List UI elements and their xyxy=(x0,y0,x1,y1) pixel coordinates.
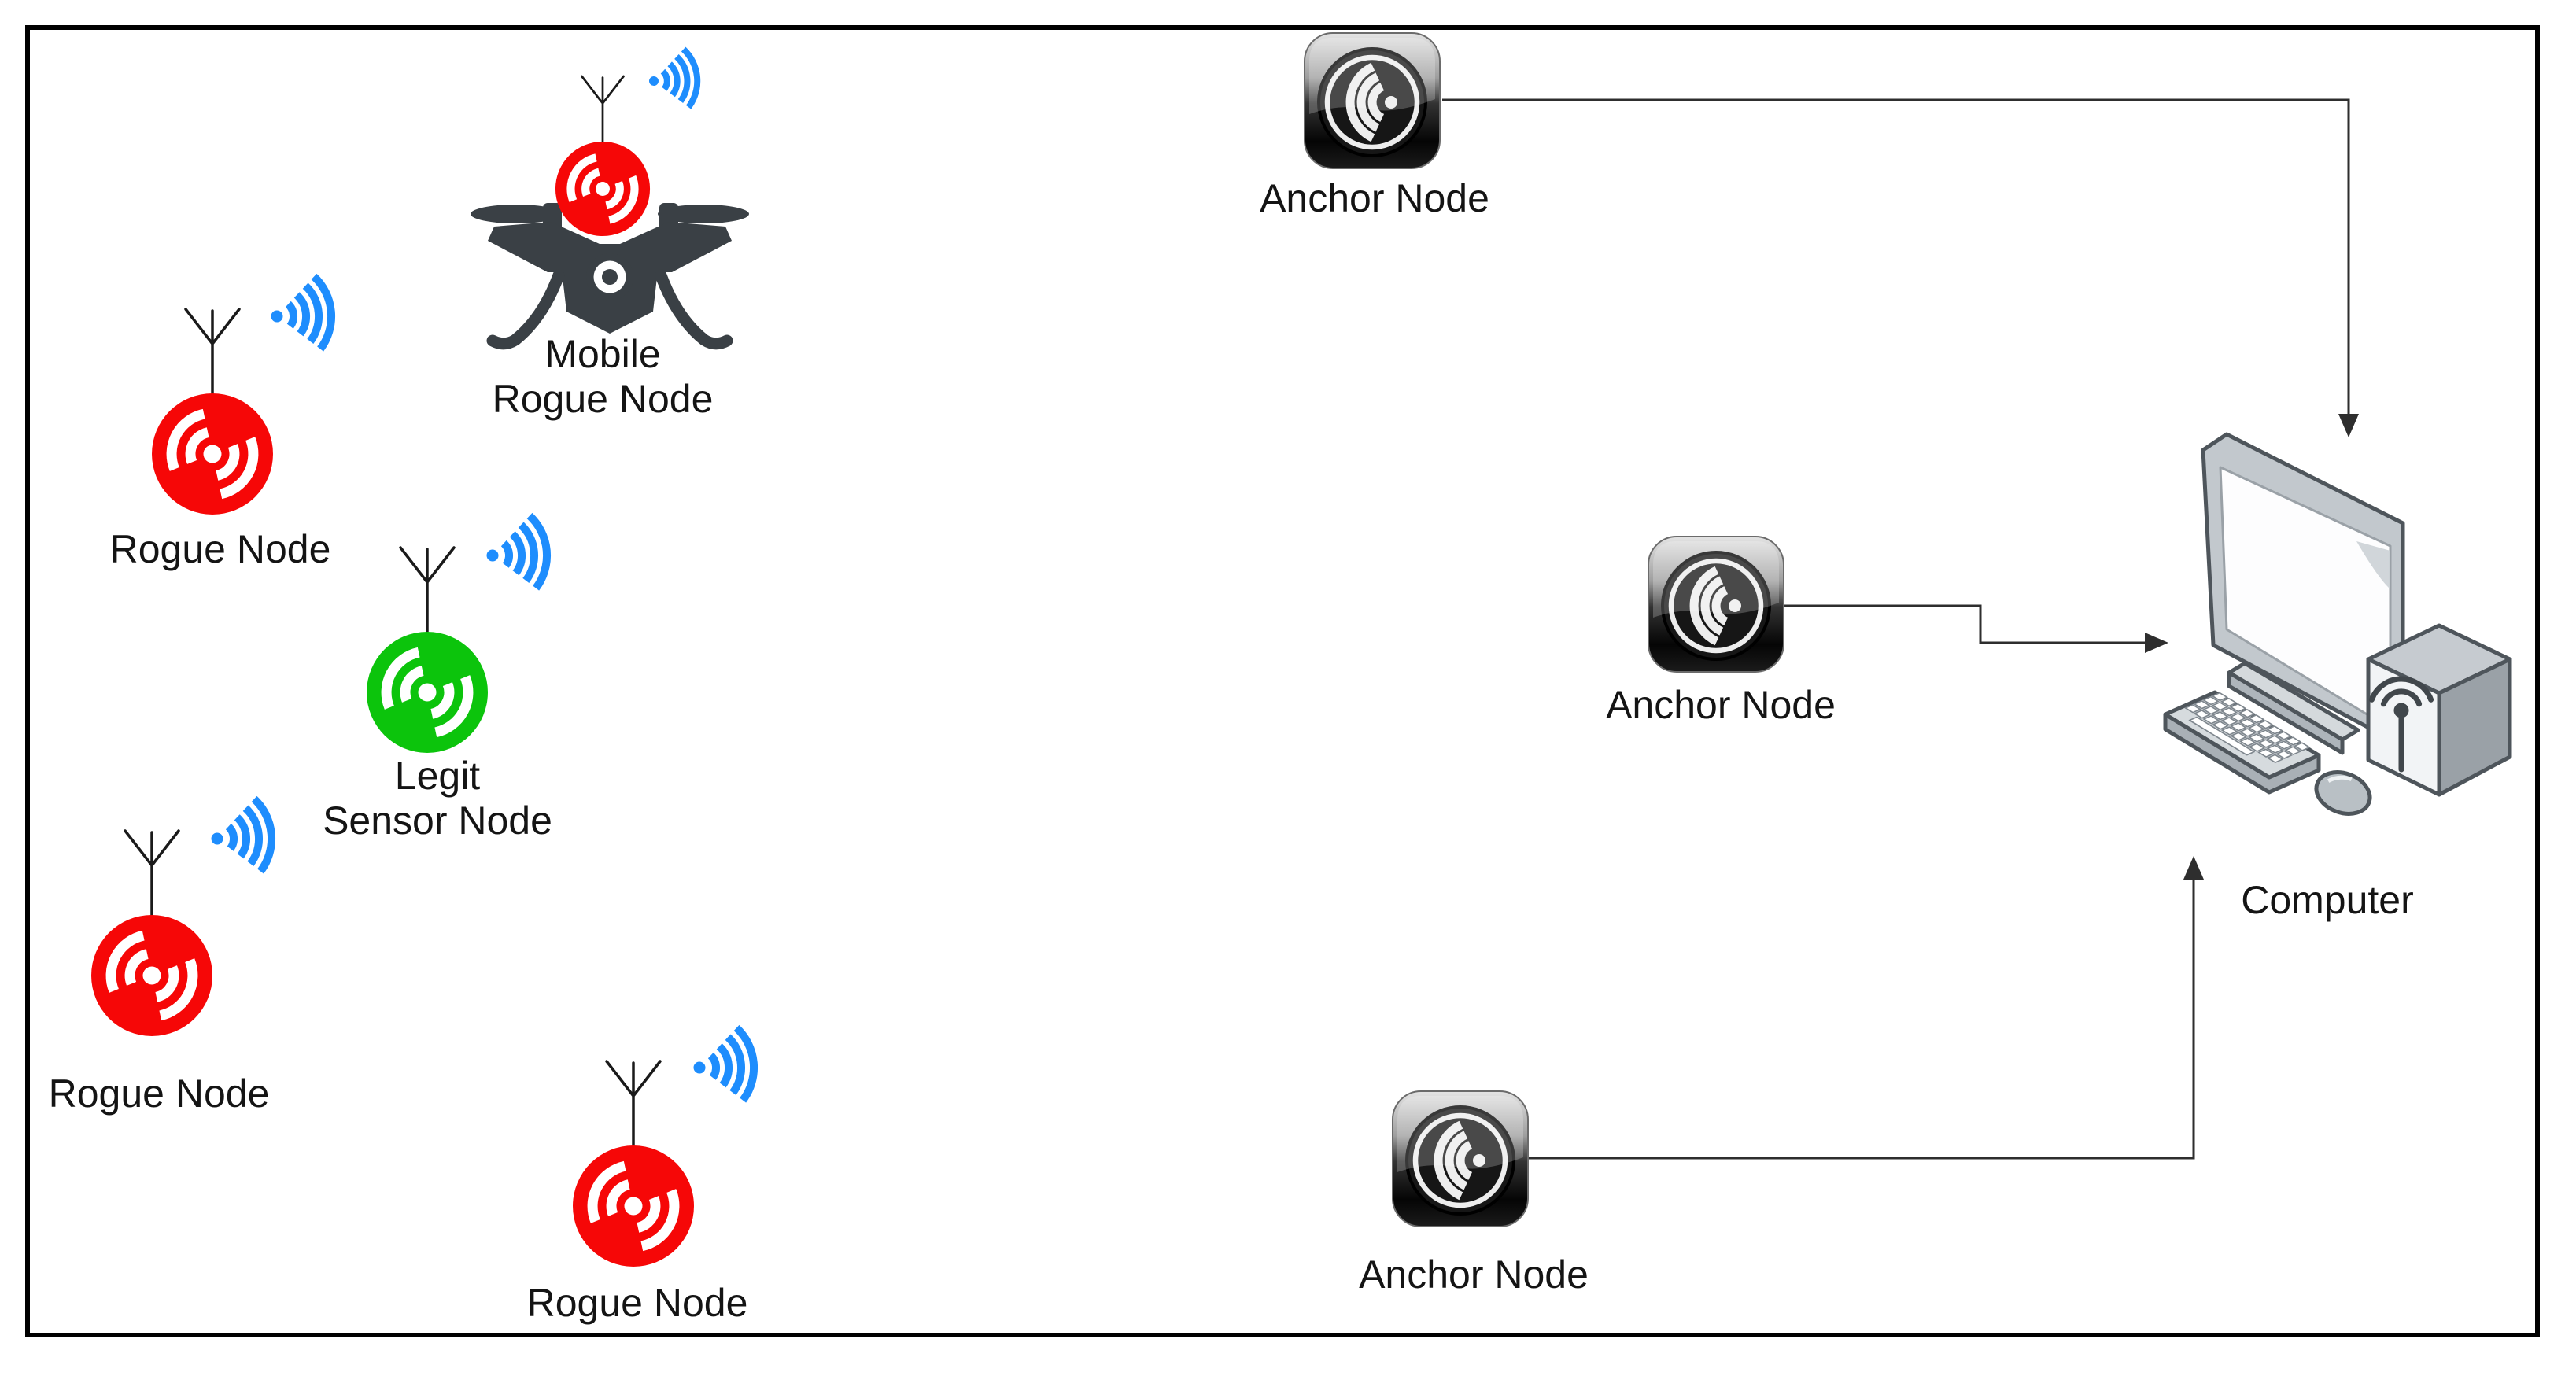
diagram-border xyxy=(25,25,2540,1337)
antenna-icon xyxy=(605,1060,662,1147)
wifi-signal-icon xyxy=(647,48,699,110)
wifi-signal-icon xyxy=(268,275,334,353)
receiver-box-icon xyxy=(2366,623,2512,797)
computer-icon xyxy=(2163,432,2512,816)
connector-anchor-bottom-to-computer xyxy=(1528,878,2195,1160)
anchor-node-label: Anchor Node xyxy=(1606,683,1836,727)
rogue-node-label: Rogue Node xyxy=(526,1281,748,1325)
rogue-node-label: Rogue Node xyxy=(109,527,331,571)
rogue-node-icon xyxy=(91,915,212,1036)
wifi-signal-icon xyxy=(484,515,550,592)
mouse-icon xyxy=(2314,770,2372,816)
anchor-node-label: Anchor Node xyxy=(1260,176,1489,220)
anchor-node-icon xyxy=(1393,1091,1528,1227)
antenna-icon xyxy=(124,829,180,917)
label-line: Rogue Node xyxy=(492,377,714,421)
arrowhead-right-icon xyxy=(2145,633,2168,653)
mobile-rogue-node-icon xyxy=(555,142,650,236)
wifi-signal-icon xyxy=(209,798,275,876)
computer-label: Computer xyxy=(2241,878,2414,922)
rogue-node-icon xyxy=(573,1145,694,1267)
antenna-icon xyxy=(184,308,241,395)
mobile-rogue-node-label: Mobile Rogue Node xyxy=(493,332,714,422)
connector-anchor-middle-to-computer xyxy=(1784,604,2146,644)
arrowhead-up-icon xyxy=(2183,856,2204,880)
label-line: Legit xyxy=(394,754,481,798)
legit-sensor-node-icon xyxy=(367,632,488,753)
anchor-node-icon xyxy=(1648,537,1784,672)
label-line: Mobile xyxy=(544,332,661,376)
rogue-node-label: Rogue Node xyxy=(48,1072,270,1116)
drone-icon xyxy=(471,203,749,350)
label-line: Sensor Node xyxy=(323,799,552,843)
receiver-antenna-icon xyxy=(2368,676,2434,773)
arrowhead-down-icon xyxy=(2338,414,2359,437)
connector-anchor-top-to-computer xyxy=(1442,98,2350,415)
legit-sensor-node-label: Legit Sensor Node xyxy=(323,754,552,843)
antenna-icon xyxy=(581,75,625,143)
anchor-node-icon xyxy=(1305,33,1440,168)
anchor-node-label: Anchor Node xyxy=(1359,1252,1589,1297)
connector-lines xyxy=(1442,98,2359,1160)
wifi-signal-icon xyxy=(691,1027,757,1105)
antenna-icon xyxy=(399,546,456,633)
rogue-node-icon xyxy=(152,393,273,515)
